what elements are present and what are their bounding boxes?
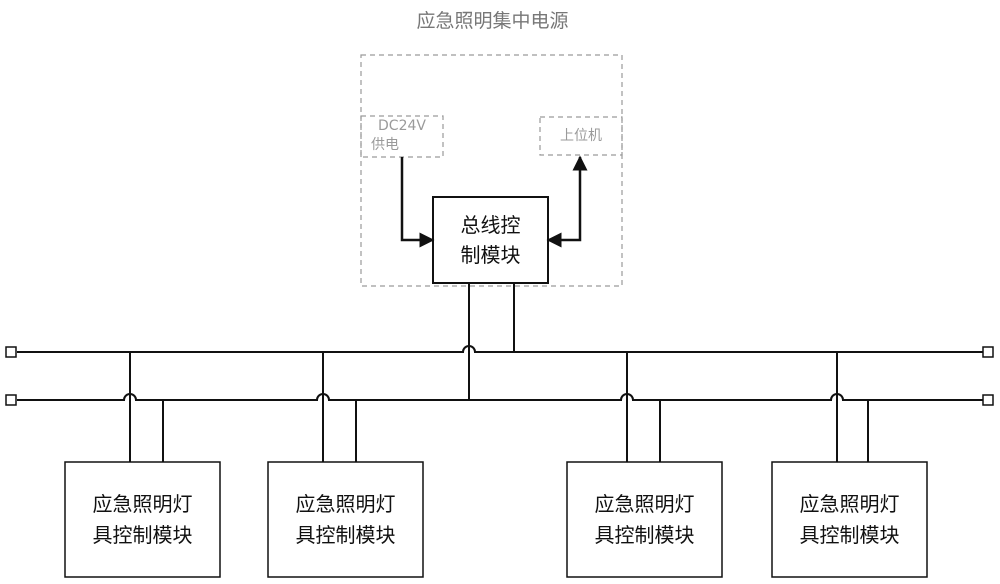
module-4-label: 应急照明灯 具控制模块	[772, 462, 927, 577]
bus-controller-line2: 制模块	[461, 240, 521, 270]
module-4-line2: 具控制模块	[800, 520, 900, 551]
host-arrow	[548, 157, 580, 240]
bus-controller-label: 总线控 制模块	[433, 197, 548, 283]
module-1-line2: 具控制模块	[93, 520, 193, 551]
bus-line-1	[17, 346, 983, 352]
module-3-label: 应急照明灯 具控制模块	[567, 462, 722, 577]
module-1-line1: 应急照明灯	[93, 489, 193, 520]
terminal-right-1	[983, 347, 993, 357]
terminal-right-2	[983, 395, 993, 405]
module-3-line1: 应急照明灯	[595, 489, 695, 520]
module-4-line1: 应急照明灯	[800, 489, 900, 520]
bus-line-2	[17, 394, 983, 400]
bus-controller-line1: 总线控	[461, 210, 521, 240]
module-2-line2: 具控制模块	[296, 520, 396, 551]
module-3-line2: 具控制模块	[595, 520, 695, 551]
dc-power-line1: DC24V	[361, 117, 443, 136]
module-2-label: 应急照明灯 具控制模块	[268, 462, 423, 577]
diagram-title: 应急照明集中电源	[360, 6, 625, 33]
dc-power-line2: 供电	[361, 136, 443, 155]
module-2-line1: 应急照明灯	[296, 489, 396, 520]
terminal-left-1	[6, 347, 16, 357]
terminal-left-2	[6, 395, 16, 405]
module-1-label: 应急照明灯 具控制模块	[65, 462, 220, 577]
power-arrow	[402, 157, 433, 240]
host-label: 上位机	[540, 127, 622, 146]
dc-power-label: DC24V 供电	[361, 117, 443, 155]
